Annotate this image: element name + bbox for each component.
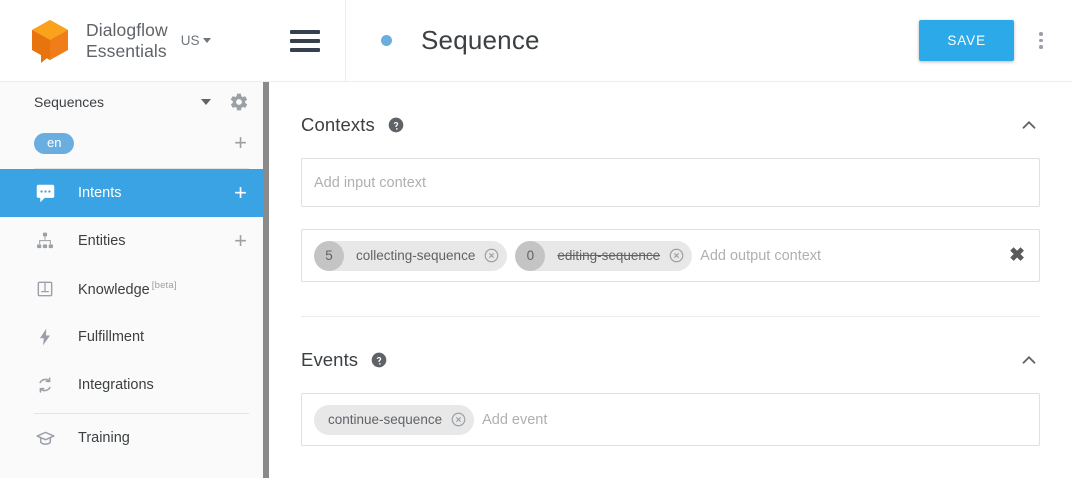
sidebar-item-label: Intents: [78, 185, 122, 201]
region-selector[interactable]: US: [181, 33, 211, 48]
input-context-field[interactable]: Add input context: [301, 158, 1040, 207]
sidebar-item-label: Training: [78, 430, 130, 446]
lifespan-badge: 5: [314, 240, 344, 271]
entities-hierarchy-icon: [34, 230, 56, 252]
chip-label: continue-sequence: [328, 412, 443, 427]
language-row: en +: [0, 122, 269, 164]
page-title: Sequence: [421, 25, 540, 55]
caret-down-icon[interactable]: [201, 99, 211, 105]
event-chip[interactable]: continue-sequence: [314, 404, 475, 435]
contexts-section-header: Contexts: [301, 82, 1040, 136]
training-graduation-cap-icon: [34, 427, 56, 449]
sidebar: Dialogflow Essentials US Sequences en +: [0, 0, 269, 478]
sidebar-item-label: Integrations: [78, 377, 154, 393]
status-dot-icon: [381, 35, 392, 46]
intents-speech-bubble-icon: [34, 182, 56, 204]
content-area: Contexts Add input context 5 collecting-…: [269, 82, 1072, 446]
chip-label: editing-sequence: [557, 248, 661, 263]
sidebar-item-intents[interactable]: Intents +: [0, 169, 269, 217]
events-title: Events: [301, 349, 359, 370]
integrations-refresh-icon: [34, 374, 56, 396]
help-circle-icon[interactable]: [388, 117, 404, 133]
output-context-field[interactable]: 5 collecting-sequence 0 editing-sequence…: [301, 229, 1040, 282]
add-language-button[interactable]: +: [234, 130, 247, 155]
sidebar-item-training[interactable]: Training: [0, 414, 269, 462]
gear-icon[interactable]: [229, 92, 249, 112]
output-context-chip[interactable]: 0 editing-sequence: [515, 240, 693, 271]
caret-down-icon: [202, 38, 211, 43]
remove-circle-x-icon[interactable]: [484, 248, 499, 263]
region-label: US: [180, 33, 200, 48]
dialogflow-cube-logo: [32, 19, 68, 63]
sidebar-item-label: Fulfillment: [78, 329, 145, 345]
contexts-title: Contexts: [301, 114, 375, 135]
events-field[interactable]: continue-sequence Add event: [301, 393, 1040, 446]
hamburger-menu-icon[interactable]: [290, 29, 320, 52]
top-header: Sequence SAVE: [269, 0, 1072, 82]
sidebar-divider-top: [34, 168, 249, 169]
brand-name: Dialogflow Essentials: [86, 20, 168, 62]
chevron-up-icon[interactable]: [1018, 114, 1040, 136]
beta-badge: [beta]: [151, 280, 177, 292]
sidebar-item-label: Entities: [78, 233, 126, 249]
output-context-chip[interactable]: 5 collecting-sequence: [314, 240, 508, 271]
input-context-placeholder: Add input context: [314, 174, 427, 191]
output-context-placeholder: Add output context: [700, 247, 822, 264]
brand-name-line1: Dialogflow: [86, 19, 168, 40]
fulfillment-bolt-icon: [34, 326, 56, 348]
language-chip-en[interactable]: en: [34, 132, 75, 154]
chevron-up-icon[interactable]: [1018, 349, 1040, 371]
sidebar-item-integrations[interactable]: Integrations: [0, 361, 269, 409]
save-button[interactable]: SAVE: [919, 20, 1014, 61]
sidebar-item-knowledge[interactable]: Knowledge[beta]: [0, 265, 269, 313]
agent-name: Sequences: [34, 94, 105, 110]
events-section-header: Events: [301, 317, 1040, 371]
main-panel: Sequence SAVE Contexts Add input context: [269, 0, 1072, 478]
kebab-menu-icon[interactable]: [1024, 32, 1058, 49]
close-x-icon[interactable]: ✖: [1009, 245, 1025, 266]
lifespan-badge: 0: [515, 240, 546, 271]
sidebar-item-label: Knowledge[beta]: [78, 280, 177, 298]
add-intent-button[interactable]: +: [234, 180, 247, 205]
sidebar-divider-bottom: [34, 413, 249, 414]
sidebar-item-fulfillment[interactable]: Fulfillment: [0, 313, 269, 361]
sidebar-scrollbar[interactable]: [263, 82, 269, 478]
knowledge-book-icon: [34, 278, 56, 300]
add-entity-button[interactable]: +: [234, 228, 247, 253]
sidebar-item-entities[interactable]: Entities +: [0, 217, 269, 265]
chip-label: collecting-sequence: [356, 248, 476, 263]
agent-selector[interactable]: Sequences: [0, 82, 269, 122]
event-placeholder: Add event: [482, 411, 548, 428]
section-divider: [301, 316, 1040, 317]
header-divider: [345, 0, 346, 82]
remove-circle-x-icon[interactable]: [669, 248, 684, 263]
brand-header[interactable]: Dialogflow Essentials US: [0, 0, 269, 82]
brand-name-line2: Essentials: [86, 40, 167, 61]
remove-circle-x-icon[interactable]: [451, 412, 466, 427]
help-circle-icon[interactable]: [371, 352, 387, 368]
